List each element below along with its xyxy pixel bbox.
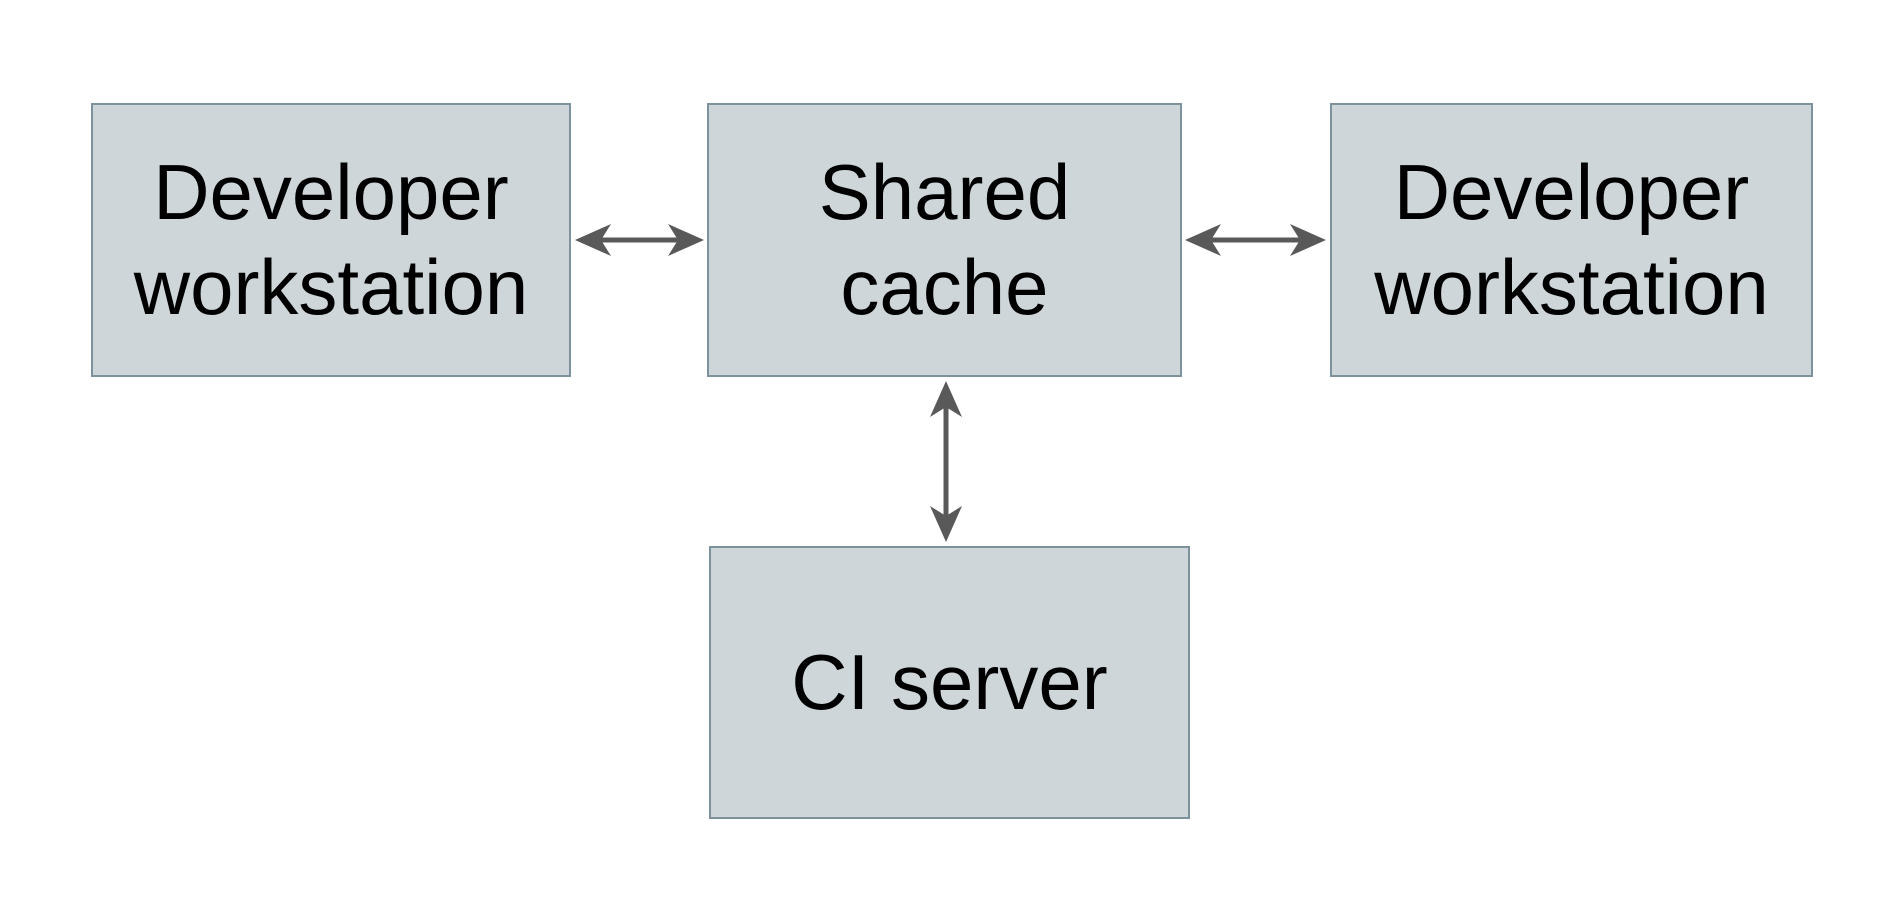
arrow-sharedcache-devright-bidirectional bbox=[1185, 224, 1326, 256]
node-label: Developer workstation bbox=[133, 147, 529, 331]
node-label: Shared cache bbox=[818, 147, 1071, 331]
node-developer-workstation-left: Developer workstation bbox=[91, 103, 571, 377]
node-shared-cache: Shared cache bbox=[707, 103, 1182, 377]
node-developer-workstation-right: Developer workstation bbox=[1330, 103, 1813, 377]
node-label: Developer workstation bbox=[1374, 147, 1769, 331]
node-ci-server: CI server bbox=[709, 546, 1190, 819]
node-label: CI server bbox=[791, 637, 1108, 726]
arrow-sharedcache-ciserver-bidirectional bbox=[930, 381, 962, 542]
arrow-devleft-sharedcache-bidirectional bbox=[575, 224, 704, 256]
